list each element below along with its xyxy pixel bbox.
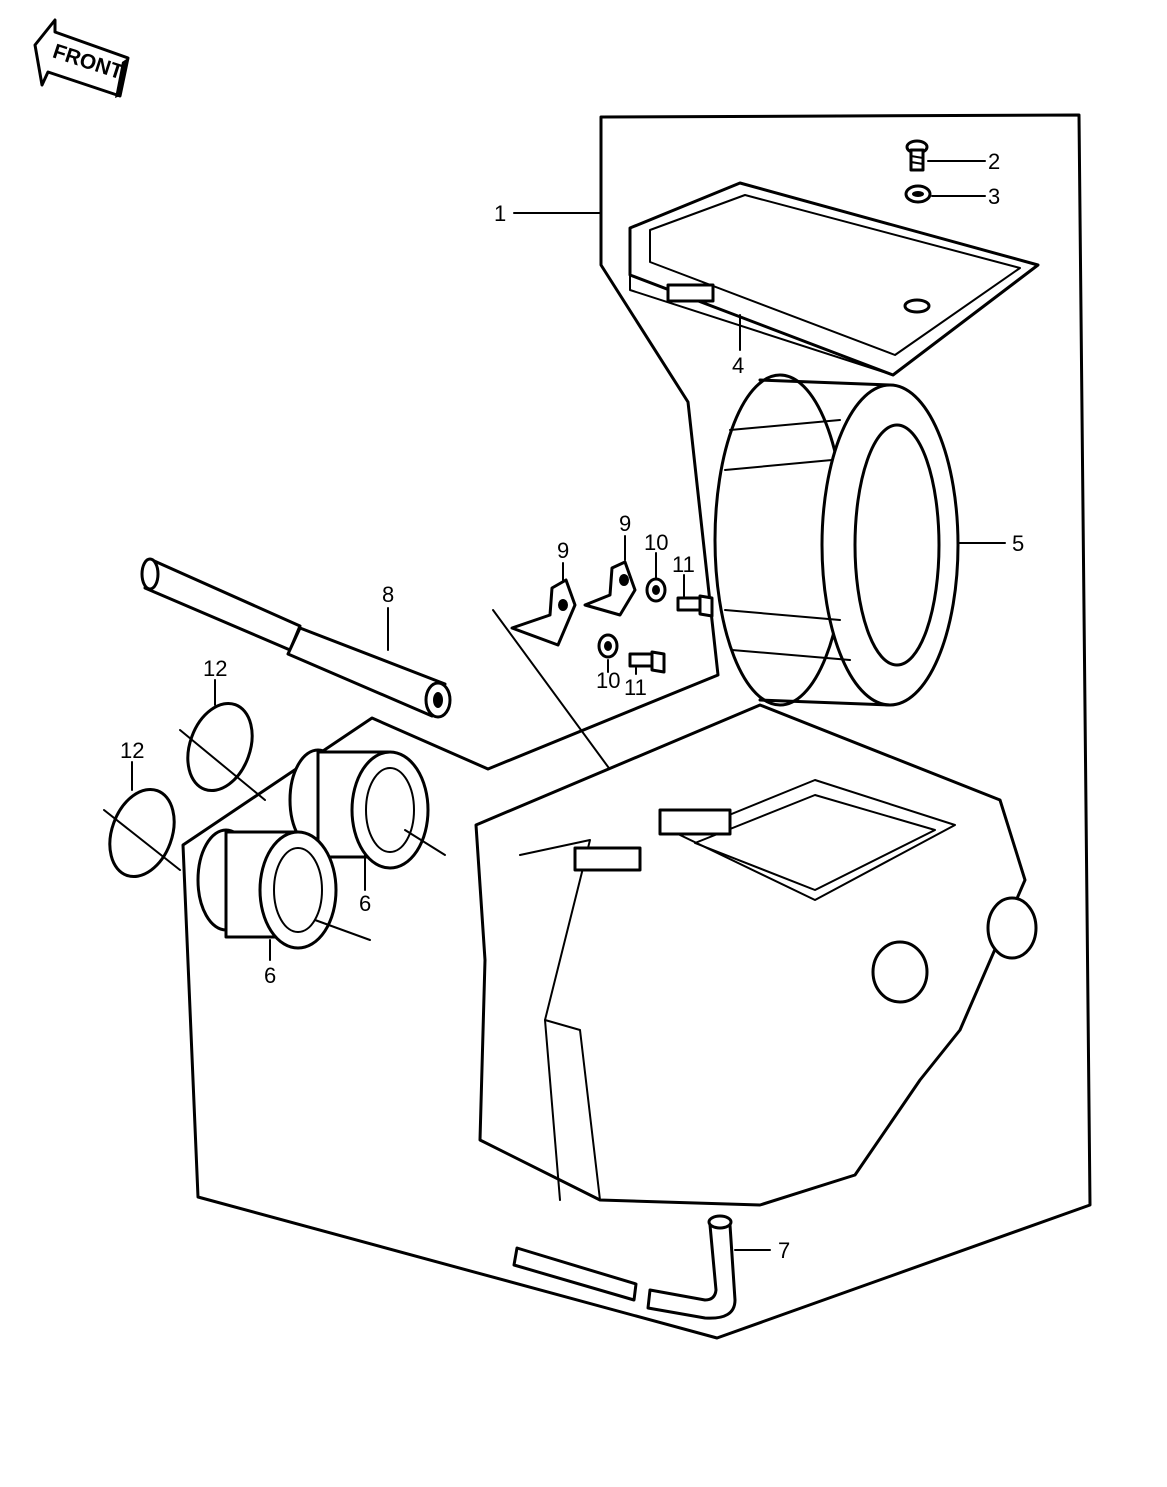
- intake-duct-icon: [196, 748, 430, 950]
- air-cleaner-housing-icon: [474, 703, 1038, 1207]
- hose-icon: [140, 557, 452, 719]
- bracket-icon: [510, 560, 637, 647]
- callout-4: 4: [732, 353, 744, 378]
- ring-icon: [108, 701, 254, 879]
- filter-element-icon: [713, 373, 960, 707]
- callout-10-upper: 10: [644, 530, 668, 555]
- callout-11-lower: 11: [624, 675, 647, 700]
- callout-10-lower: 10: [596, 668, 620, 693]
- callout-11-upper: 11: [672, 552, 695, 577]
- callout-9-right: 9: [619, 511, 631, 536]
- callout-12-upper: 12: [203, 656, 227, 681]
- callout-5: 5: [1012, 531, 1024, 556]
- callout-8: 8: [382, 582, 394, 607]
- front-arrow-icon: FRONT: [33, 18, 130, 98]
- cleaner-cover-icon: [628, 181, 1040, 377]
- assembly-outline: [181, 113, 1092, 1340]
- callout-6-upper: 6: [359, 891, 371, 916]
- callout-12-lower: 12: [120, 738, 144, 763]
- callout-2: 2: [988, 149, 1000, 174]
- bolt-icon: [628, 594, 714, 674]
- screw-icon: [905, 139, 929, 172]
- callout-6-lower: 6: [264, 963, 276, 988]
- callout-9-left: 9: [557, 538, 569, 563]
- small-washer-icon: [597, 577, 667, 659]
- washer-icon: [904, 184, 932, 204]
- drain-hose-icon: [512, 1214, 737, 1320]
- callout-7: 7: [778, 1238, 790, 1263]
- callout-1: 1: [494, 201, 506, 226]
- callout-3: 3: [988, 184, 1000, 209]
